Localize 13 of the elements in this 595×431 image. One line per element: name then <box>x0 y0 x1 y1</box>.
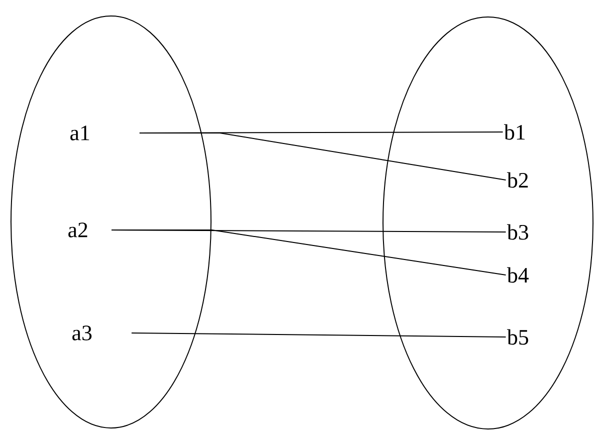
connector-line <box>131 332 506 338</box>
node-label: a1 <box>70 126 90 140</box>
set-ellipse <box>382 16 594 430</box>
connector-line <box>111 230 506 276</box>
node-label: b4 <box>507 267 529 283</box>
node-label: b3 <box>507 224 528 240</box>
node-label: a3 <box>72 326 92 340</box>
node-label: a2 <box>68 222 88 238</box>
node-label: b1 <box>504 124 525 140</box>
set-ellipse <box>10 16 212 428</box>
connector-line <box>139 132 506 180</box>
node-label: b5 <box>507 329 528 345</box>
node-label: b2 <box>507 172 528 188</box>
